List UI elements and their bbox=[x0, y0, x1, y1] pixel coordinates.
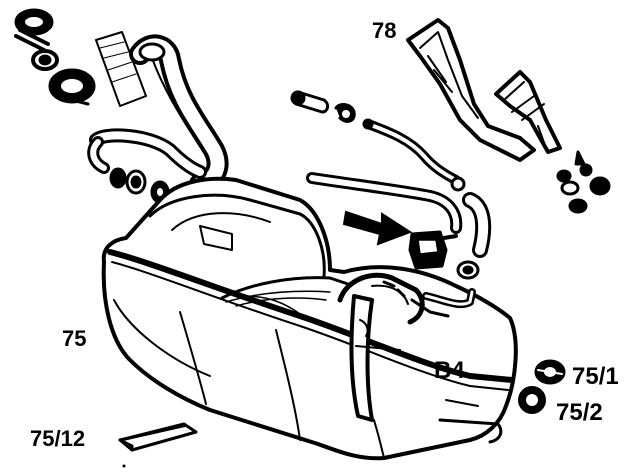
bracket-fasteners bbox=[556, 150, 611, 214]
insulation-pad bbox=[118, 422, 198, 452]
hose-clamps-left bbox=[109, 167, 170, 204]
callout-75-1: 75/1 bbox=[572, 363, 619, 390]
callout-75: 75 bbox=[62, 326, 86, 351]
callout-b4: B4 bbox=[434, 357, 465, 384]
tank-outlet-pipe bbox=[410, 288, 476, 318]
tank-cap-seal bbox=[534, 359, 566, 385]
mounting-bracket-78 bbox=[406, 18, 562, 162]
short-hose-right bbox=[450, 176, 492, 258]
fuel-tank-body bbox=[101, 176, 518, 461]
callout-75-2: 75/2 bbox=[556, 399, 603, 426]
callout-75-12: 75/12 bbox=[30, 426, 85, 451]
callout-78: 78 bbox=[372, 18, 396, 43]
rollover-valve bbox=[408, 230, 458, 270]
vent-line-upper bbox=[362, 118, 461, 185]
hose-clamp-right bbox=[456, 260, 480, 280]
sealing-ring bbox=[518, 386, 546, 414]
breather-hose bbox=[306, 172, 463, 234]
filler-cap-boot bbox=[14, 8, 96, 106]
filler-label-plate bbox=[95, 31, 147, 107]
inline-filter bbox=[290, 90, 356, 123]
level-sensor-b4 bbox=[337, 272, 425, 422]
flow-direction-arrow bbox=[342, 210, 413, 246]
filler-neck-hose bbox=[129, 34, 229, 195]
vent-hose-left bbox=[87, 128, 207, 179]
print-speck bbox=[122, 464, 126, 468]
